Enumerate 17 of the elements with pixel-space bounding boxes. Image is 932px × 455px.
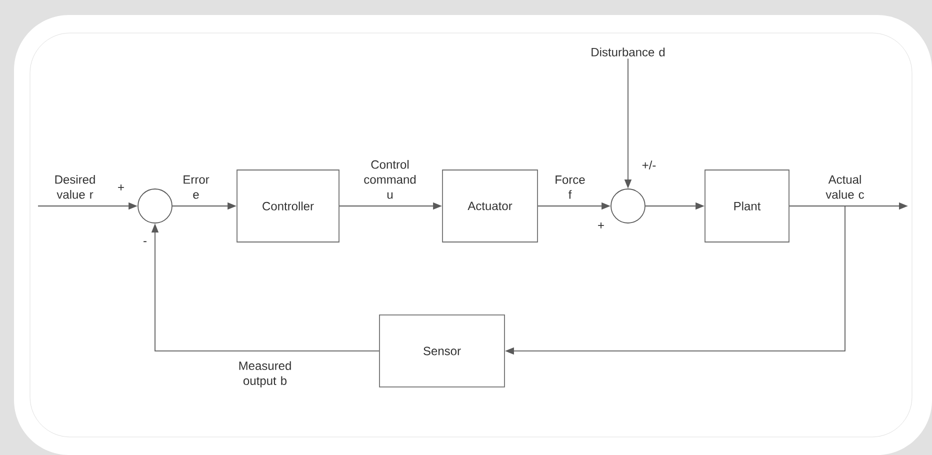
edge-label: Desired value r [55,174,95,199]
edge-label: Measured output b [239,361,291,388]
edge-label: Force f [556,176,585,199]
block-box: Actuator [442,170,538,242]
block-box: Plant [704,170,790,242]
edge-label: Error e [184,175,210,199]
block-box: Controller [236,170,340,242]
edge-label: Actual value c [826,174,864,199]
sign-label: +/- [642,160,656,170]
block-box: Sensor [379,314,505,388]
sign-label: + [598,222,604,228]
edge-label: Control command u [364,160,416,199]
sign-label: + [118,184,124,190]
signal-label: Disturbance d [592,48,665,56]
sign-label: - [144,241,146,242]
summing-junction [610,188,646,224]
summing-junction [138,188,172,224]
